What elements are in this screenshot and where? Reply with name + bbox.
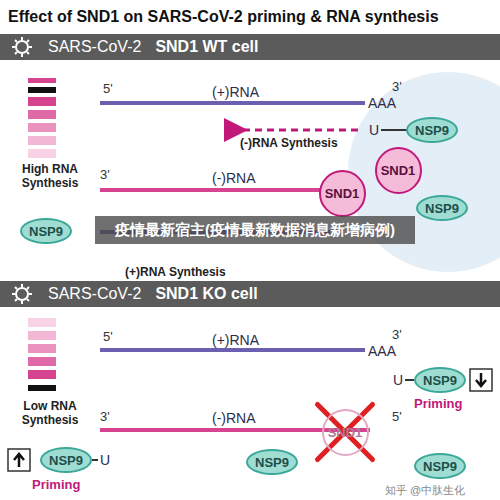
protein-label: SND1	[381, 163, 416, 178]
priming-label: Priming	[32, 478, 80, 493]
nsp9-protein: NSP9	[416, 195, 468, 221]
nsp9-protein: NSP9	[414, 453, 466, 479]
protein-label: NSP9	[425, 201, 459, 216]
header-band: SARS-CoV-2 SND1 KO cell	[0, 281, 500, 307]
strand-name: (+)RNA	[212, 84, 259, 100]
header-text: SND1 KO cell	[155, 285, 257, 303]
diagram-title: Effect of SND1 on SARS-CoV-2 priming & R…	[8, 8, 439, 26]
gel-bars-ko	[28, 318, 56, 391]
plus-rna-strand	[100, 348, 365, 352]
gel-caption: High RNA Synthesis	[5, 163, 95, 191]
strand-name: (+)RNA	[212, 332, 259, 348]
up-arrow-box	[8, 449, 30, 471]
header-band: SARS-CoV-2 SND1 WT cell	[0, 34, 500, 60]
nsp9-protein: NSP9	[20, 218, 72, 244]
nsp9-protein: NSP9	[40, 447, 92, 473]
header-text: SARS-CoV-2	[48, 285, 141, 303]
protein-label: SND1	[328, 425, 363, 440]
protein-label: NSP9	[423, 373, 457, 388]
process-label: (-)RNA Synthesis	[240, 137, 338, 151]
protein-label: NSP9	[255, 455, 289, 470]
uridine-label: U	[369, 122, 379, 138]
end-label: 5'	[103, 82, 113, 97]
uridine-label: U	[100, 452, 110, 468]
header-text: SND1 WT cell	[155, 38, 258, 56]
snd1-protein: SND1	[322, 409, 369, 456]
nsp9-protein: NSP9	[414, 367, 466, 393]
end-label: 3'	[392, 80, 402, 95]
strand-name: (-)RNA	[212, 410, 256, 426]
end-label: 3'	[392, 328, 402, 343]
priming-label: Priming	[414, 397, 462, 412]
minus-rna-strand	[100, 188, 345, 192]
end-label: 5'	[103, 330, 113, 345]
gel-caption: Low RNA Synthesis	[5, 400, 95, 428]
end-label: 5'	[392, 410, 402, 425]
watermark: 知乎 @中肽生化	[385, 484, 465, 497]
protein-label: SND1	[325, 186, 360, 201]
polya-tail: AAA	[368, 343, 396, 359]
watermark-banner: 疫情最新宿主(疫情最新数据消息新增病例)	[95, 216, 415, 244]
gel-bars-wt	[28, 78, 56, 158]
protein-label: NSP9	[29, 224, 63, 239]
synthesis-arrow	[242, 129, 358, 132]
uridine-label: U	[393, 372, 403, 388]
plus-rna-strand	[100, 101, 365, 105]
protein-label: NSP9	[423, 459, 457, 474]
process-label: (+)RNA Synthesis	[125, 266, 226, 280]
u-link	[381, 129, 408, 131]
strand-name: (-)RNA	[212, 170, 256, 186]
protein-label: NSP9	[415, 123, 449, 138]
header-text: SARS-CoV-2	[48, 38, 141, 56]
end-label: 3'	[100, 410, 110, 425]
u-link	[405, 379, 414, 381]
down-arrow-box	[470, 369, 492, 391]
nsp9-protein: NSP9	[246, 449, 298, 475]
polya-tail: AAA	[368, 95, 396, 111]
knockout-cross	[318, 405, 373, 460]
snd1-protein: SND1	[375, 147, 422, 194]
end-label: 3'	[100, 168, 110, 183]
nsp9-protein: NSP9	[406, 117, 458, 143]
snd1-protein: SND1	[319, 170, 366, 217]
protein-label: NSP9	[49, 453, 83, 468]
u-link	[92, 459, 98, 461]
